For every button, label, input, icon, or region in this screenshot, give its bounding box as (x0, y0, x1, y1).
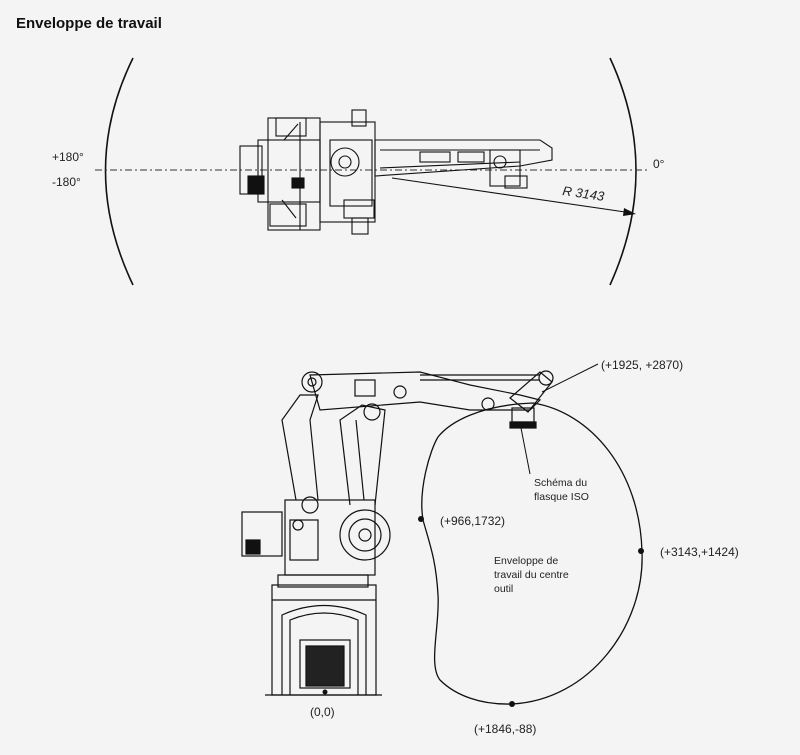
point-right-dot (638, 548, 644, 554)
angle-plus-180: +180° (52, 150, 84, 164)
flange-label-line2: flasque ISO (534, 491, 589, 503)
top-view: +180° -180° 0° R 3143 (52, 57, 665, 286)
point-left-dot (418, 516, 424, 522)
radius-arrowhead (623, 208, 636, 216)
robot-side-view (241, 370, 554, 696)
flange-label-line1: Schéma du (534, 477, 587, 489)
origin-dot (322, 689, 328, 695)
robot-top-view (239, 109, 553, 235)
envelope-label-line1: Enveloppe de (494, 555, 558, 567)
top-view-left-arc (104, 57, 134, 286)
radius-line (391, 177, 633, 214)
flange-leader (520, 427, 531, 475)
radius-label: R 3143 (562, 183, 606, 204)
point-bottom-dot (509, 701, 515, 707)
origin-label: (0,0) (310, 705, 335, 719)
envelope-label-line3: outil (494, 583, 513, 595)
work-envelope-outline (421, 402, 643, 705)
angle-minus-180: -180° (52, 175, 81, 189)
point-left-label: (+966,1732) (440, 514, 505, 528)
top-view-right-arc (609, 57, 637, 286)
side-view: (+1925, +2870) Schéma du flasque ISO (+9… (241, 358, 739, 736)
point-right-label: (+3143,+1424) (660, 545, 739, 559)
page-title: Enveloppe de travail (16, 15, 162, 32)
point-bottom-label: (+1846,-88) (474, 722, 536, 736)
top-point-leader (541, 363, 599, 393)
envelope-label-line2: travail du centre (494, 569, 569, 581)
point-top-label: (+1925, +2870) (601, 358, 683, 372)
angle-zero: 0° (653, 157, 665, 171)
